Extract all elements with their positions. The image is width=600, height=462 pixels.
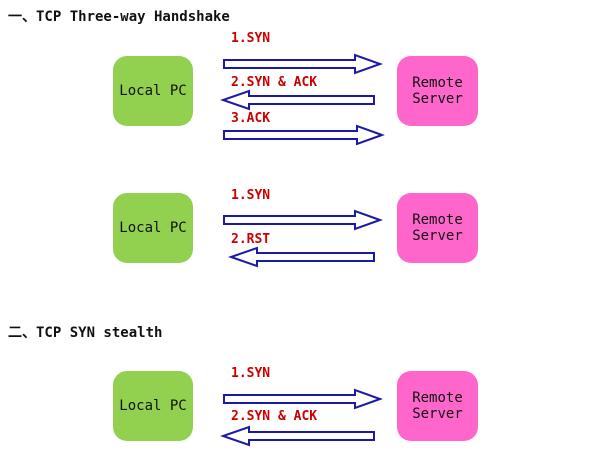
message-label-syn: 1.SYN xyxy=(231,188,271,203)
arrow-right-syn xyxy=(223,53,383,75)
arrow-right-syn xyxy=(223,209,383,231)
arrow-left-syn-ack xyxy=(219,89,375,111)
local-pc-node: Local PC xyxy=(113,56,193,126)
arrow-left-syn-ack xyxy=(219,425,375,447)
message-label-syn-ack: 2.SYN & ACK xyxy=(231,409,318,424)
arrow-right-ack xyxy=(223,124,385,146)
message-label-syn: 1.SYN xyxy=(231,366,271,381)
arrow-right-syn xyxy=(223,388,383,410)
message-label-syn: 1.SYN xyxy=(231,31,271,46)
message-label-rst: 2.RST xyxy=(231,232,271,247)
heading-syn-stealth: 二、TCP SYN stealth xyxy=(8,325,163,341)
arrow-left-rst xyxy=(227,246,375,268)
message-label-ack: 3.ACK xyxy=(231,111,271,126)
remote-server-node: Remote Server xyxy=(397,371,478,441)
local-pc-node: Local PC xyxy=(113,371,193,441)
remote-server-node: Remote Server xyxy=(397,56,478,126)
local-pc-node: Local PC xyxy=(113,193,193,263)
remote-server-node: Remote Server xyxy=(397,193,478,263)
message-label-syn-ack: 2.SYN & ACK xyxy=(231,75,318,90)
heading-three-way-handshake: 一、TCP Three-way Handshake xyxy=(8,9,230,25)
